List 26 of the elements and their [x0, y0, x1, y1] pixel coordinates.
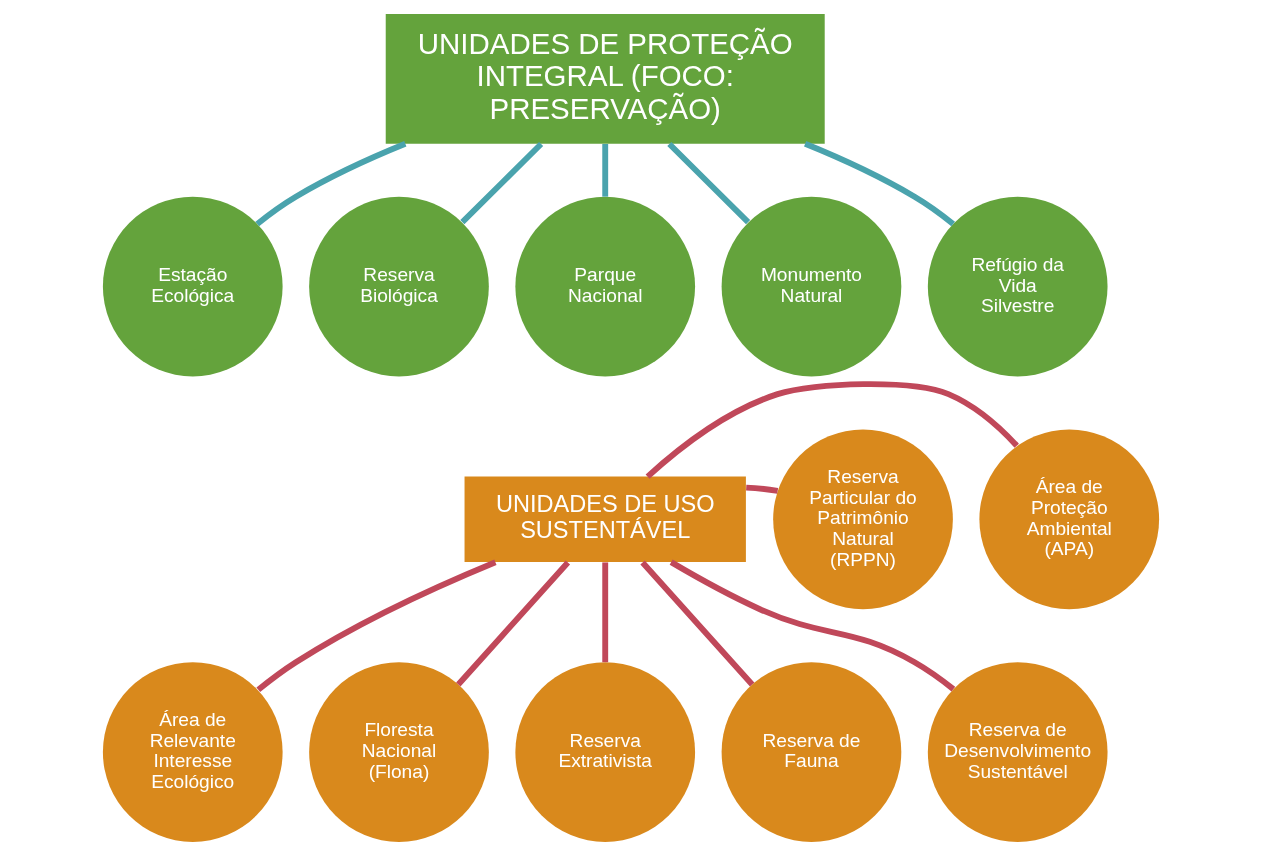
connector — [804, 141, 955, 227]
node-circle: Reserva Particular do Patrimônio Natural (RPPN) — [773, 429, 953, 610]
node-circle: Reserva Biológica — [309, 196, 489, 377]
connector — [640, 560, 755, 687]
connector — [602, 144, 609, 197]
node-circle: Estação Ecológica — [102, 196, 283, 377]
node-circle: Monumento Natural — [721, 196, 902, 377]
node-box: UNIDADES DE USO SUSTENTÁVEL — [464, 476, 746, 563]
connector — [746, 484, 779, 494]
connector — [669, 559, 956, 692]
connector — [256, 559, 497, 693]
node-circle: Reserva de Desenvolvimento Sustentável — [927, 662, 1108, 842]
node-circle: Parque Nacional — [515, 196, 696, 377]
node-circle: Área de Proteção Ambiental (APA) — [979, 429, 1160, 610]
node-circle: Reserva Extrativista — [515, 662, 696, 842]
connector — [460, 141, 544, 225]
connector — [456, 560, 571, 687]
connector — [602, 562, 609, 663]
node-circle: Área de Relevante Interesse Ecológico — [102, 662, 283, 842]
node-box: UNIDADES DE PROTEÇÃO INTEGRAL (FOCO: PRESERVAÇÃO) — [385, 14, 825, 144]
node-circle: Reserva de Fauna — [721, 662, 902, 842]
node-circle: Refúgio da Vida Silvestre — [927, 196, 1108, 377]
connector — [255, 141, 407, 227]
connector — [667, 141, 751, 225]
node-circle: Floresta Nacional (Flona) — [309, 662, 489, 842]
connector — [645, 381, 1019, 479]
